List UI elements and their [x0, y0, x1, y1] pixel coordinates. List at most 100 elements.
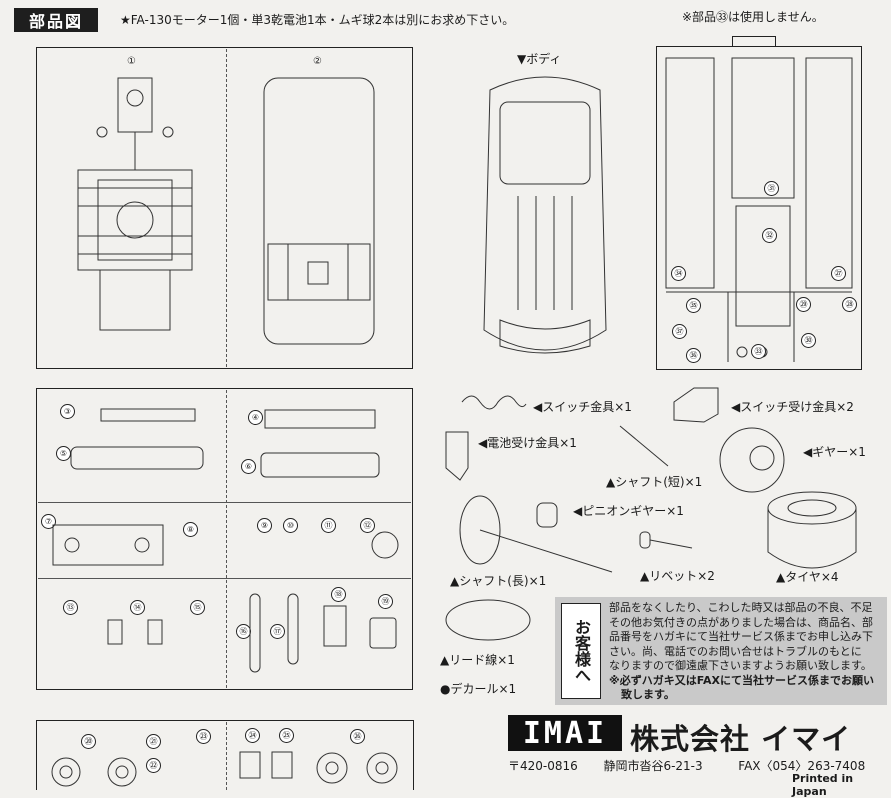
part-number-15: ⑮ — [190, 600, 205, 615]
notice-line: さい。尚、電話でのお問い合せはトラブルのもとに — [609, 644, 862, 658]
part-number-28: ㉘ — [842, 297, 857, 312]
body-label: ▼ボディ — [517, 52, 562, 66]
part-number-21: ㉑ — [146, 734, 161, 749]
part-number-24: ㉔ — [245, 728, 260, 743]
part-7-drawing — [52, 524, 164, 566]
customer-notice-text: 部品をなくしたり、こわした時又は部品の不良、不足 その他お気付きの点がありました… — [609, 601, 883, 703]
wheel-set-left-drawing — [51, 757, 137, 787]
window-parts-drawing — [665, 57, 853, 362]
body-drawing — [483, 76, 607, 354]
shaft-short-drawing — [619, 425, 669, 467]
part-18-19-drawing — [323, 605, 397, 649]
part-number-34: ㉞ — [671, 266, 686, 281]
company-address: 〒420-0816 静岡市沓谷6-21-3 FAX〈054〉263-7408 — [508, 757, 865, 774]
tire-drawing — [767, 491, 857, 569]
part-number-30: ㉚ — [801, 333, 816, 348]
company-name: 株式会社 イマイ — [630, 722, 852, 756]
gear-label: ◀ギヤー×1 — [803, 445, 866, 459]
pinion-gear-drawing — [536, 502, 558, 528]
part-number-17: ⑰ — [270, 624, 285, 639]
part-number-29: ㉙ — [796, 297, 811, 312]
part-number-1: ① — [127, 56, 136, 67]
panel-small-row-2 — [38, 578, 411, 579]
part-5-drawing — [70, 446, 204, 470]
decal-label: ●デカール×1 — [440, 682, 517, 696]
rivet-drawing — [639, 531, 693, 549]
fax-number: FAX〈054〉263-7408 — [738, 759, 866, 773]
panel-chassis — [36, 47, 413, 369]
switch-holder-label: ◀スイッチ受け金具×2 — [731, 400, 854, 414]
part-number-35: ㉟ — [686, 298, 701, 313]
panel-windows — [656, 46, 862, 370]
part-number-12: ⑫ — [360, 518, 375, 533]
printed-in: Printed in Japan — [792, 772, 854, 798]
part-number-5: ⑤ — [56, 446, 71, 461]
part-number-31: ㉛ — [764, 181, 779, 196]
part-number-19: ⑲ — [378, 594, 393, 609]
part-number-25: ㉕ — [279, 728, 294, 743]
part-number-6: ⑥ — [241, 459, 256, 474]
part-number-22: ㉒ — [146, 758, 161, 773]
shaft-long-drawing — [459, 495, 613, 573]
part-number-10: ⑩ — [283, 518, 298, 533]
part-number-9: ⑨ — [257, 518, 272, 533]
part-number-11: ⑪ — [321, 518, 336, 533]
shaft-long-label: ▲シャフト(長)×1 — [450, 574, 547, 588]
lead-wire-drawing — [445, 599, 531, 641]
part-number-13: ⑬ — [63, 600, 78, 615]
panel-small-parts — [36, 388, 413, 690]
pinion-gear-label: ◀ピニオンギヤー×1 — [573, 504, 684, 518]
street-address: 静岡市沓谷6-21-3 — [603, 759, 703, 773]
rivet-label: ▲リベット×2 — [640, 569, 715, 583]
shaft-short-label: ▲シャフト(短)×1 — [606, 475, 703, 489]
part-number-32: ㉜ — [762, 228, 777, 243]
company-logo: IMAI — [508, 715, 622, 751]
unused-part-note: ※部品㉝は使用しません。 — [682, 10, 824, 24]
panel-windows-tab — [732, 36, 776, 46]
panel-chassis-divider — [226, 49, 227, 367]
chassis-base-drawing — [263, 77, 375, 345]
part-3-drawing — [100, 408, 196, 422]
part-number-27: ㉗ — [831, 266, 846, 281]
chassis-frame-drawing — [77, 77, 193, 331]
part-number-20: ⑳ — [81, 734, 96, 749]
part-number-14: ⑭ — [130, 600, 145, 615]
panel-small-row-1 — [38, 502, 411, 503]
battery-holder-drawing — [445, 431, 469, 481]
panel-small-divider — [226, 390, 227, 688]
panel-wheels — [36, 720, 414, 790]
part-number-26: ㉖ — [350, 729, 365, 744]
page-title: 部品図 — [14, 8, 98, 32]
battery-holder-label: ◀電池受け金具×1 — [478, 436, 577, 450]
tire-label: ▲タイヤ×4 — [776, 570, 839, 584]
part-number-37: ㊲ — [672, 324, 687, 339]
gear-drawing — [719, 427, 785, 493]
wheel-set-right-drawing — [239, 751, 398, 784]
panel-wheels-divider — [226, 722, 227, 790]
motor-note: ★FA-130モーター1個・単3乾電池1本・ムギ球2本は別にお求め下さい。 — [120, 13, 515, 27]
part-6-drawing — [260, 452, 380, 478]
customer-notice-heading: お客様へ — [561, 603, 601, 699]
notice-line: なりますので御遠慮下さいますようお願い致します。 — [609, 659, 872, 672]
part-number-23: ㉓ — [196, 729, 211, 744]
customer-notice-box: お客様へ 部品をなくしたり、こわした時又は部品の不良、不足 その他お気付きの点が… — [555, 597, 887, 705]
part-16-17-drawing — [249, 593, 299, 673]
part-14-drawing — [107, 619, 163, 645]
switch-holder-drawing — [673, 387, 719, 423]
part-12-drawing — [371, 531, 399, 559]
part-number-36: ㊱ — [686, 348, 701, 363]
notice-line: ※必ずハガキ又はFAXにて当社サービス係までお願い — [609, 673, 874, 687]
notice-line: 致します。 — [621, 688, 675, 701]
notice-line: 品番号をハガキにて当社サービス係までお申し込み下 — [609, 630, 873, 643]
part-number-8: ⑧ — [183, 522, 198, 537]
part-number-18: ⑱ — [331, 587, 346, 602]
switch-bracket-label: ◀スイッチ金具×1 — [533, 400, 632, 414]
part-4-drawing — [264, 409, 376, 429]
part-number-33: ㉝ — [751, 344, 766, 359]
part-number-7: ⑦ — [41, 514, 56, 529]
lead-wire-label: ▲リード線×1 — [440, 653, 515, 667]
notice-line: 部品をなくしたり、こわした時又は部品の不良、不足 — [609, 601, 873, 614]
part-number-4: ④ — [248, 410, 263, 425]
notice-line: その他お気付きの点がありました場合は、商品名、部 — [609, 615, 873, 629]
switch-bracket-drawing — [461, 395, 527, 410]
